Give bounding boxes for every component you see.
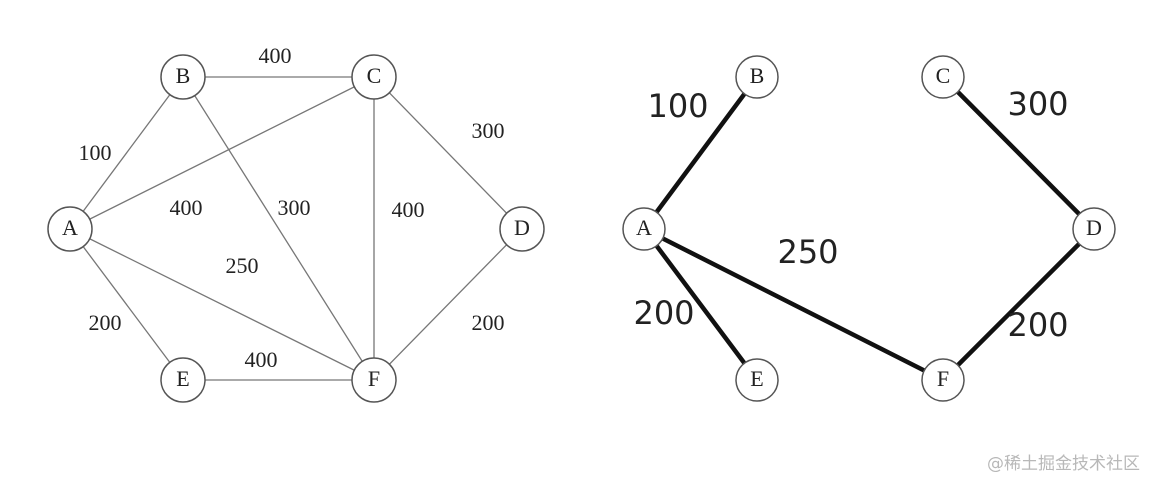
node-label-a: A [62,215,78,240]
edge-weight-c-d: 300 [1007,85,1068,123]
node-label-d: D [1086,215,1102,240]
node-f: F [921,358,965,402]
node-c: C [921,55,965,99]
edge-a-f [69,228,375,381]
edge-weight-a-c: 400 [170,195,203,220]
node-b: B [735,55,779,99]
edge-b-f [182,76,375,381]
node-f: F [351,357,397,403]
node-b: B [160,54,206,100]
edge-weight-b-f: 300 [278,195,311,220]
edge-weight-b-c: 400 [259,43,292,68]
edge-f-d [373,228,523,381]
node-d: D [499,206,545,252]
edge-weight-f-d: 200 [1007,306,1068,344]
node-e: E [735,358,779,402]
node-e: E [160,357,206,403]
edge-weight-a-f: 250 [777,233,838,271]
right-graph-mst: 100 300 250 200 200 A B C D E F [622,55,1116,402]
node-label-c: C [936,63,951,88]
node-circle-f [351,357,397,403]
edge-f-d [940,226,1097,383]
left-graph-full: 100 400 300 400 300 400 250 200 400 200 A B C D E F [47,43,545,403]
edge-a-b [69,76,184,230]
edge-a-e [69,228,184,381]
node-circle-c [921,55,965,99]
edge-a-e [641,226,760,383]
node-label-c: C [367,63,382,88]
edge-weight-c-d: 300 [472,118,505,143]
node-label-b: B [176,63,191,88]
edge-weight-e-f: 400 [245,347,278,372]
edge-c-d [940,74,1097,232]
node-circle-b [735,55,779,99]
node-circle-a [622,207,666,251]
node-circle-f [921,358,965,402]
node-circle-b [160,54,206,100]
node-circle-e [160,357,206,403]
node-circle-e [735,358,779,402]
node-label-e: E [750,366,763,391]
watermark-text: @稀土掘金技术社区 [987,454,1140,474]
node-a: A [47,206,93,252]
edge-weight-f-d: 200 [472,310,505,335]
edge-a-f [641,226,946,383]
node-c: C [351,54,397,100]
node-circle-a [47,206,93,252]
node-label-b: B [750,63,765,88]
node-label-f: F [368,366,380,391]
node-label-f: F [937,366,949,391]
node-d: D [1072,207,1116,251]
node-circle-d [499,206,545,252]
node-circle-d [1072,207,1116,251]
node-label-e: E [176,366,189,391]
edge-weight-a-e: 200 [633,294,694,332]
node-label-d: D [514,215,530,240]
edge-weight-a-b: 100 [647,87,708,125]
edge-weight-a-e: 200 [89,310,122,335]
edge-a-c [69,76,375,230]
edge-weight-c-f: 400 [392,197,425,222]
node-label-a: A [636,215,652,240]
edge-a-b [641,74,760,232]
edge-weight-a-b: 100 [79,140,112,165]
edge-weight-a-f: 250 [226,253,259,278]
node-a: A [622,207,666,251]
node-circle-c [351,54,397,100]
edge-c-d [373,76,523,230]
